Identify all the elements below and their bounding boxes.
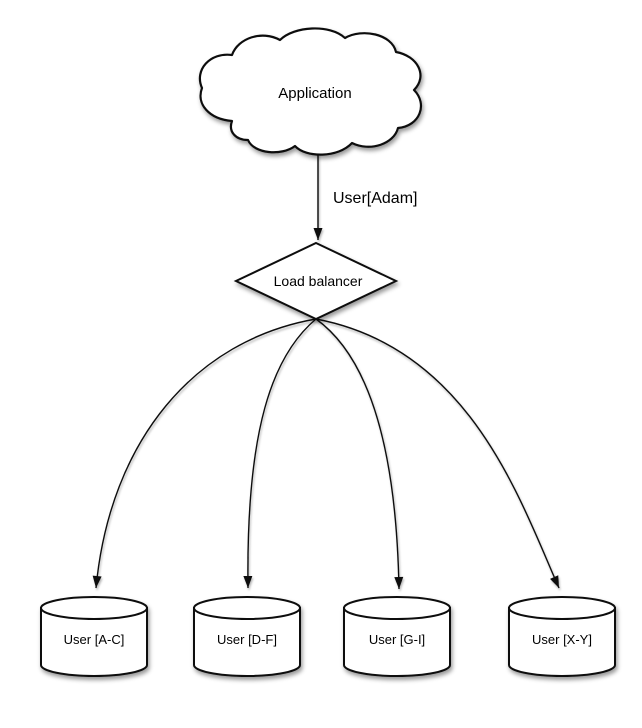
database-cylinder-shape xyxy=(193,607,301,677)
database-cylinder-lid xyxy=(193,596,301,620)
node-application: Application xyxy=(198,27,423,156)
node-user-x-y-label: User [X-Y] xyxy=(532,632,592,647)
node-user-d-f-label: User [D-F] xyxy=(217,632,277,647)
edge-lb-to-shard3 xyxy=(315,318,404,590)
database-cylinder-shape xyxy=(508,607,616,677)
node-load-balancer: Load balancer xyxy=(233,241,399,321)
database-cylinder-lid xyxy=(40,596,148,620)
edge-lines xyxy=(92,152,560,590)
node-application-label: Application xyxy=(278,85,351,102)
node-load-balancer-label: Load balancer xyxy=(274,273,363,289)
diamond-shape xyxy=(233,241,399,321)
edge-lb-to-shard2 xyxy=(243,318,317,589)
node-user-g-i-label: User [G-I] xyxy=(369,632,425,647)
node-user-x-y: User [X-Y] xyxy=(508,596,616,677)
node-user-d-f: User [D-F] xyxy=(193,596,301,677)
edge-lb-to-shard4 xyxy=(315,318,560,589)
database-cylinder-lid xyxy=(343,596,451,620)
edge-app-to-lb-label: User[Adam] xyxy=(333,190,417,207)
database-cylinder-shape xyxy=(40,607,148,677)
database-cylinder-shape xyxy=(343,607,451,677)
node-user-g-i: User [G-I] xyxy=(343,596,451,677)
database-cylinder-lid xyxy=(508,596,616,620)
node-user-a-c: User [A-C] xyxy=(40,596,148,677)
node-user-a-c-label: User [A-C] xyxy=(64,632,125,647)
cloud-shape xyxy=(198,27,423,156)
edge-lb-to-shard1 xyxy=(92,318,317,589)
